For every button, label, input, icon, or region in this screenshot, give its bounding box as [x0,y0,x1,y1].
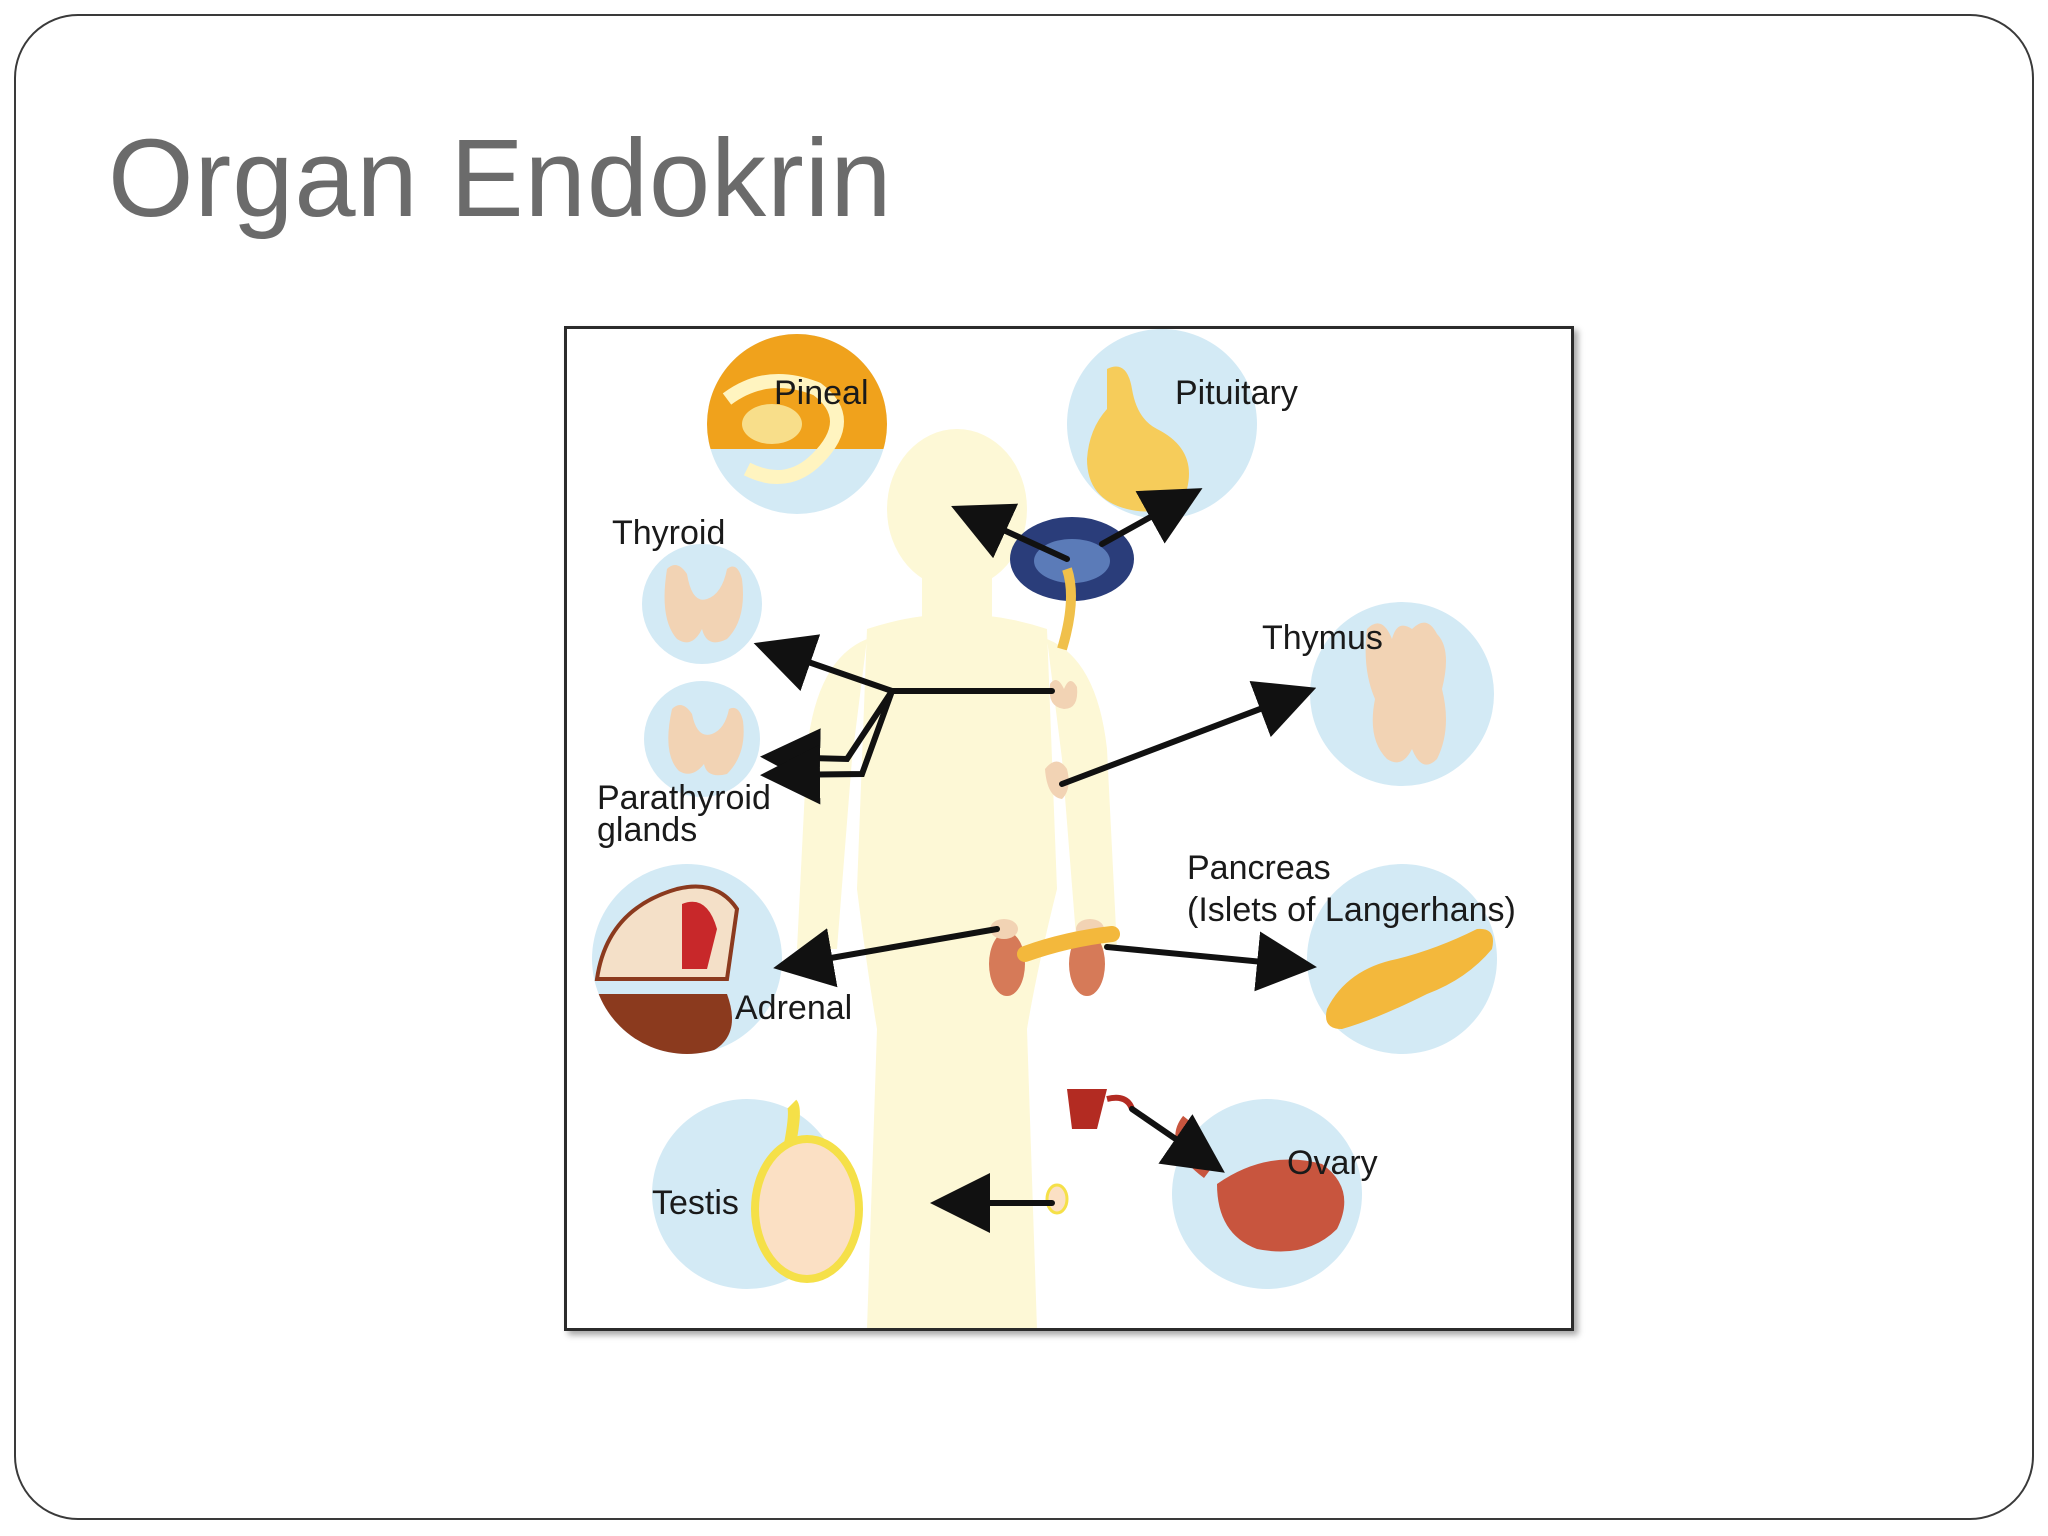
endocrine-diagram: Pineal Pituitary Thyroid [564,326,1574,1331]
slide: Organ Endokrin [14,14,2034,1520]
thyroid-on-body [1049,680,1078,709]
arrow-ovary [1129,1106,1225,1173]
brain-illustration [1010,517,1134,651]
arrow-pineal [951,503,1070,562]
pineal-illustration [707,334,887,514]
label-thyroid: Thyroid [612,514,725,552]
connector-arrows [753,488,1317,1233]
label-adrenal: Adrenal [735,989,852,1027]
arrow-parathyroid-2 [760,688,895,805]
parathyroid-illustration [644,681,760,797]
arrow-pancreas [1104,931,1317,992]
slide-title: Organ Endokrin [108,117,893,240]
thyroid-illustration [642,544,762,664]
label-ovary: Ovary [1287,1144,1378,1182]
label-testis: Testis [652,1184,739,1222]
label-pineal: Pineal [774,374,869,412]
label-parathyroid-line2: glands [597,811,697,849]
label-pancreas-line1: Pancreas [1187,849,1331,887]
testis-on-body [1045,1183,1069,1215]
thymus-on-body [1045,761,1069,799]
label-parathyroid-line1: Parathyroid [597,779,771,817]
label-thymus: Thymus [1262,619,1383,657]
arrow-adrenal [773,926,1000,988]
arrow-thymus [1059,680,1317,787]
endocrine-diagram-svg: Pineal Pituitary Thyroid [592,329,1516,1328]
adrenal-illustration [592,864,782,1054]
ovary-illustration [1172,1099,1362,1289]
body-silhouette [797,429,1117,1328]
testis-illustration [652,1099,863,1289]
thymus-illustration [1310,602,1494,786]
pituitary-illustration [1067,329,1257,519]
uterus-on-body [1067,1089,1135,1129]
label-pancreas-line2: (Islets of Langerhans) [1187,891,1516,929]
kidneys-on-body [989,919,1120,996]
label-pituitary: Pituitary [1175,374,1298,412]
arrow-pituitary [1099,488,1203,547]
pancreas-illustration [1307,864,1497,1054]
